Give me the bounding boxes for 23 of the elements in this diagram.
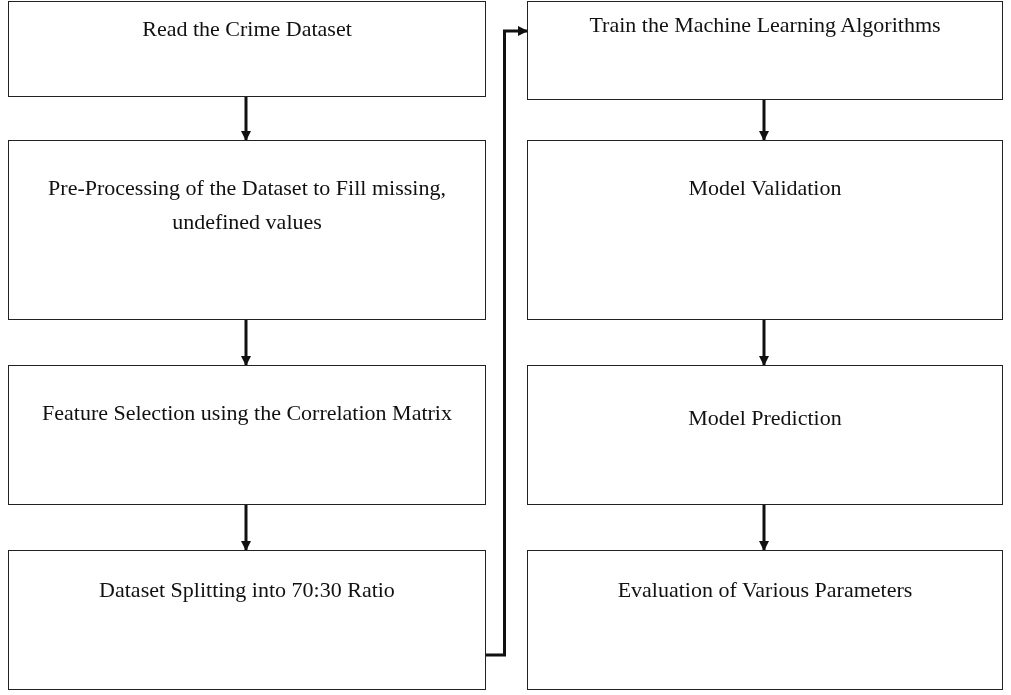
arrow bbox=[759, 505, 769, 551]
arrow bbox=[759, 320, 769, 366]
box-text: Read the Crime Dataset bbox=[142, 15, 352, 43]
process-box bbox=[8, 365, 486, 505]
process-box bbox=[8, 1, 486, 97]
box-text: Model Validation bbox=[688, 174, 842, 202]
process-box bbox=[527, 140, 1003, 320]
box-text: Evaluation of Various Parameters bbox=[617, 576, 913, 604]
arrow bbox=[486, 26, 528, 657]
box-text: Model Prediction bbox=[688, 404, 842, 432]
arrow bbox=[241, 97, 251, 141]
box-text: Dataset Splitting into 70:30 Ratio bbox=[99, 576, 395, 604]
arrow bbox=[241, 505, 251, 551]
box-text: Pre-Processing of the Dataset to Fill missing, undefined values bbox=[47, 174, 447, 236]
box-text: Feature Selection using the Correlation Matrix bbox=[42, 399, 452, 427]
process-box bbox=[8, 140, 486, 320]
box-text: Train the Machine Learning Algorithms bbox=[589, 11, 941, 39]
process-box bbox=[527, 550, 1003, 690]
process-box bbox=[527, 365, 1003, 505]
arrow bbox=[759, 100, 769, 141]
process-box bbox=[8, 550, 486, 690]
arrow bbox=[241, 320, 251, 366]
process-box bbox=[527, 1, 1003, 100]
